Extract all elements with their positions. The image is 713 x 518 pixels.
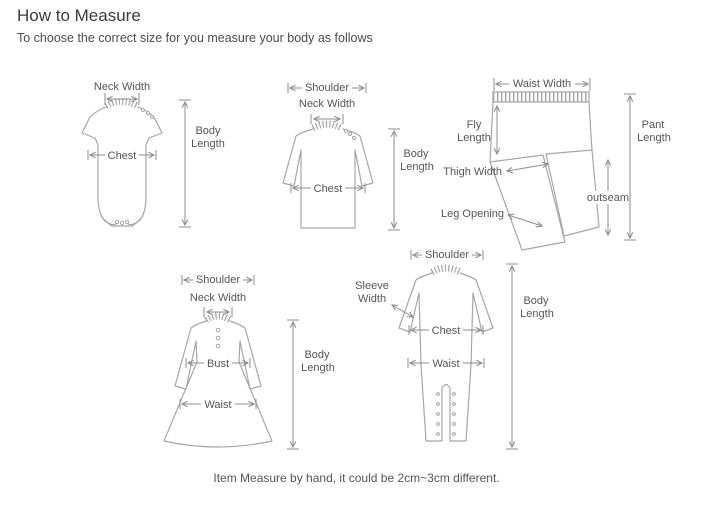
dress-diagram: Shoulder Neck Width Bust: [163, 274, 335, 450]
bodysuit-collar: [104, 98, 140, 110]
bodysuit-neck-width-label: Neck Width: [94, 81, 150, 93]
shirt-neck-width-label: Neck Width: [299, 98, 355, 110]
page-subtitle: To choose the correct size for you measu…: [17, 31, 373, 45]
pants-outseam-label: outseam: [587, 192, 629, 204]
pants-fly-length-label-line2: Length: [457, 132, 491, 144]
bodysuit-right-leg-opening: [127, 215, 144, 226]
shirt-chest-label: Chest: [314, 183, 343, 195]
page-title: How to Measure: [17, 6, 141, 25]
shirt-body-length-measure: Body Length: [388, 128, 434, 231]
bodysuit-chest-label: Chest: [108, 150, 137, 162]
dress-neck-width-measure: Neck Width: [190, 292, 246, 317]
pants-thigh-width-measure: Thigh Width: [443, 161, 550, 178]
pants-leg-opening-measure: Leg Opening: [441, 208, 544, 228]
bodysuit-body-length-label-line1: Body: [195, 125, 221, 137]
shirt-shoulder-label: Shoulder: [305, 82, 349, 94]
pants-pant-length-label-line1: Pant: [642, 119, 665, 131]
shirt-body-length-label-line2: Length: [400, 161, 434, 173]
romper-sleeve-width-label-line1: Sleeve: [355, 280, 389, 292]
dress-body-length-label-line2: Length: [301, 362, 335, 374]
pants-diagram: Waist Width Fly Length Thigh Width Leg O…: [441, 78, 671, 251]
romper-collar: [430, 264, 462, 276]
romper-body-length-label-line2: Length: [520, 308, 554, 320]
romper-chest-measure: Chest: [408, 325, 484, 337]
pants-hip-outline: [489, 101, 593, 163]
pants-fly-length-label-line1: Fly: [467, 119, 482, 131]
bodysuit-outline: [81, 106, 163, 227]
pants-outseam-measure: outseam: [584, 158, 632, 237]
dress-waist-label: Waist: [204, 399, 231, 411]
dress-collar: [204, 312, 232, 324]
bodysuit-shoulder-snaps: [141, 108, 154, 119]
romper-leg-snaps: [436, 392, 456, 436]
romper-outline: [398, 272, 494, 442]
bodysuit-diagram: Neck Width Chest Body Length: [81, 81, 225, 228]
romper-waist-measure: Waist: [407, 358, 485, 370]
pants-pant-length-label-line2: Length: [637, 132, 671, 144]
shirt-collar: [311, 120, 343, 132]
pants-leg-opening-label: Leg Opening: [441, 208, 504, 220]
shirt-body-length-label-line1: Body: [403, 148, 429, 160]
dress-outline: [163, 320, 273, 448]
dress-bust-label: Bust: [207, 358, 229, 370]
romper-diagram: Shoulder Sleeve Width Chest: [355, 249, 554, 450]
romper-sleeve-width-label-line2: Width: [358, 293, 386, 305]
footer-note: Item Measure by hand, it could be 2cm~3c…: [213, 471, 500, 485]
dress-shoulder-label: Shoulder: [196, 274, 240, 286]
pants-waist-width-label: Waist Width: [513, 78, 571, 90]
dress-neck-width-label: Neck Width: [190, 292, 246, 304]
romper-shoulder-label: Shoulder: [425, 249, 469, 261]
pants-back-leg: [545, 149, 600, 237]
romper-waist-label: Waist: [432, 358, 459, 370]
pants-fly-length-measure: Fly Length: [457, 104, 501, 156]
dress-front-buttons: [215, 327, 221, 349]
bodysuit-chest-measure: Chest: [87, 150, 157, 162]
romper-body-length-label-line1: Body: [523, 295, 549, 307]
pants-waistband-outline: [492, 91, 590, 103]
dress-shoulder-measure: Shoulder: [181, 274, 255, 286]
shirt-shoulder-snaps: [344, 129, 356, 140]
shirt-chest-measure: Chest: [290, 183, 366, 195]
dress-body-length-label-line1: Body: [304, 349, 330, 361]
romper-shoulder-measure: Shoulder: [410, 249, 484, 261]
dress-body-length-measure: Body Length: [287, 319, 335, 450]
shirt-diagram: Shoulder Neck Width Chest: [282, 82, 434, 231]
romper-chest-label: Chest: [432, 325, 461, 337]
bodysuit-crotch-snaps: [114, 219, 130, 226]
bodysuit-body-length-measure: Body Length: [179, 99, 225, 228]
shirt-shoulder-measure: Shoulder: [287, 82, 367, 94]
dress-bust-measure: Bust: [185, 358, 251, 370]
shirt-outline: [282, 128, 374, 229]
romper-sleeve-width-measure: Sleeve Width: [355, 280, 415, 318]
bodysuit-left-leg-opening: [100, 215, 117, 226]
bodysuit-body-length-label-line2: Length: [191, 138, 225, 150]
pants-pant-length-measure: Pant Length: [624, 93, 671, 241]
bodysuit-neck-width-measure: Neck Width: [94, 81, 150, 105]
pants-thigh-width-label: Thigh Width: [443, 166, 502, 178]
shirt-neck-width-measure: Neck Width: [299, 98, 355, 124]
romper-body-length-measure: Body Length: [506, 263, 554, 450]
dress-waist-measure: Waist: [179, 399, 257, 411]
pants-waist-width-measure: Waist Width: [493, 78, 591, 91]
